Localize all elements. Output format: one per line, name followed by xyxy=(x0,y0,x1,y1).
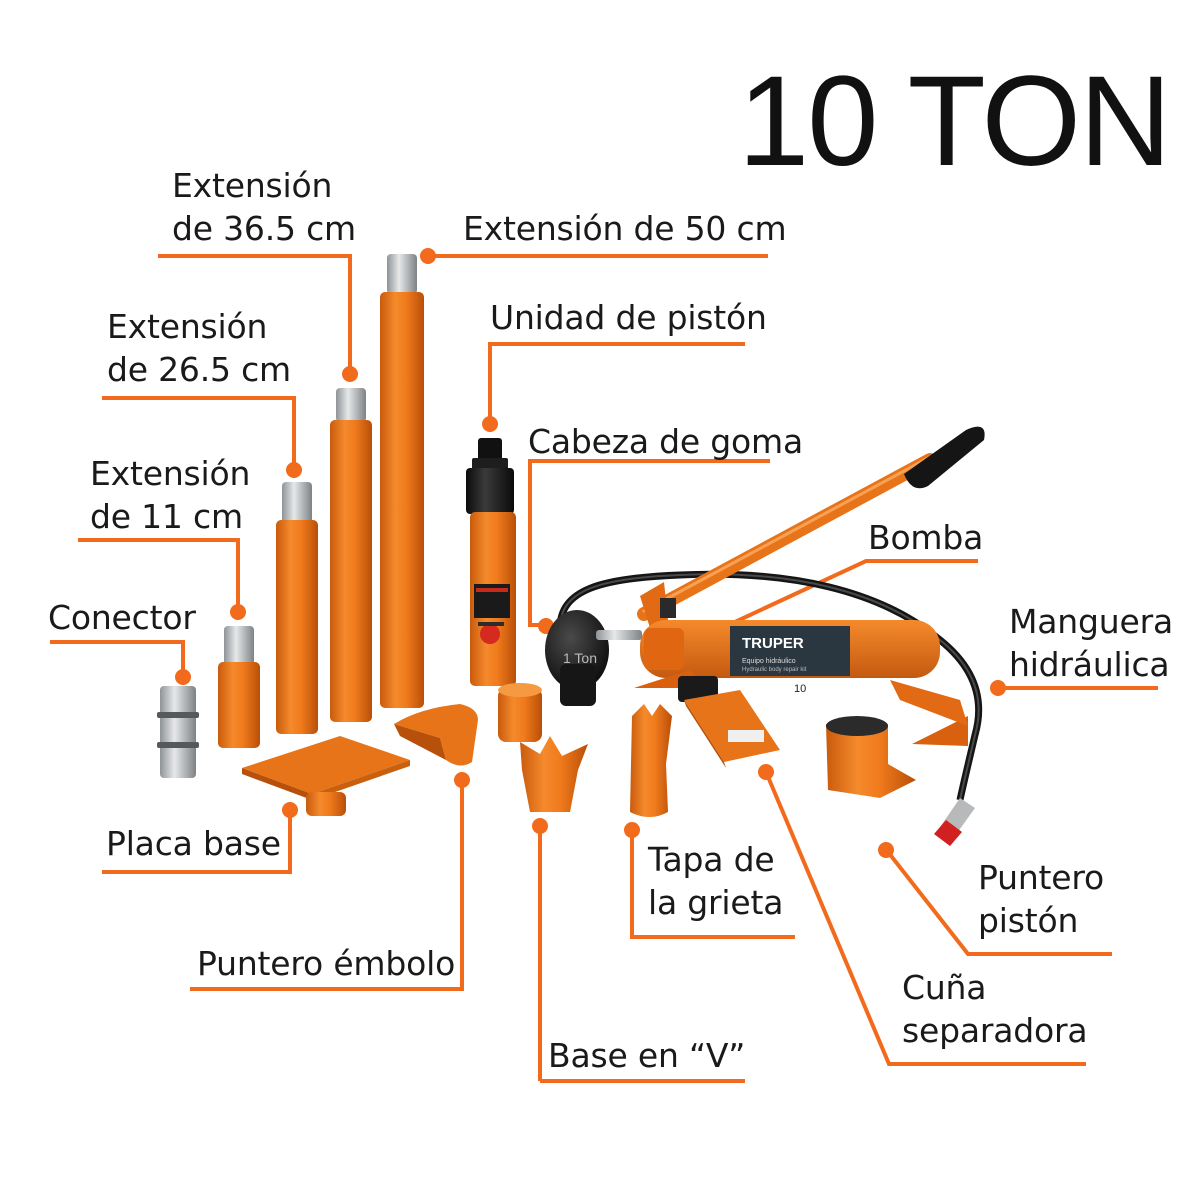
label-base-plate: Placa base xyxy=(106,824,281,863)
label-line: de 36.5 cm xyxy=(172,209,356,248)
label-line: la grieta xyxy=(648,883,784,922)
label-line: Extensión xyxy=(172,166,333,205)
leader-ext-365 xyxy=(158,254,352,372)
rubber-head-text: 1 Ton xyxy=(563,650,597,666)
leader-connector xyxy=(50,640,185,675)
capacity-title: 10 TON xyxy=(738,50,1171,193)
label-line: Cuña xyxy=(902,968,987,1007)
leader-lines xyxy=(50,254,1158,1083)
label-line: Puntero xyxy=(978,858,1105,897)
label-line: Extensión xyxy=(90,454,251,493)
extension-11cm xyxy=(218,626,260,748)
leader-plunger-point xyxy=(190,781,464,991)
crack-cap xyxy=(498,683,542,742)
label-v-base: Base en “V” xyxy=(548,1036,746,1075)
plunger-point xyxy=(394,704,478,766)
label-piston-unit: Unidad de pistón xyxy=(490,298,767,337)
label-line: de 11 cm xyxy=(90,497,243,536)
leader-piston-unit xyxy=(488,342,745,422)
label-extension-365: Extensión de 36.5 cm xyxy=(172,164,356,250)
label-line: Tapa de xyxy=(648,840,775,879)
leader-crack-cap xyxy=(630,832,795,939)
pump-rating: 10 xyxy=(794,683,806,695)
label-wedge: Cuña separadora xyxy=(902,966,1088,1052)
pump-caption: Equipo hidráulico xyxy=(742,658,796,665)
label-crack-cap: Tapa de la grieta xyxy=(648,838,783,924)
leader-pump xyxy=(721,559,978,630)
label-hose: Manguera hidráulica xyxy=(1009,600,1173,686)
crack-point xyxy=(630,704,672,817)
label-line: de 26.5 cm xyxy=(107,350,291,389)
extension-265cm xyxy=(276,482,318,734)
base-plate xyxy=(242,736,410,816)
label-line: hidráulica xyxy=(1009,645,1170,684)
leader-base-plate xyxy=(102,812,292,874)
extension-50cm xyxy=(380,254,424,708)
label-extension-265: Extensión de 26.5 cm xyxy=(107,305,291,391)
hose-coupler xyxy=(934,798,975,846)
label-pump: Bomba xyxy=(868,518,984,557)
label-line: separadora xyxy=(902,1011,1088,1050)
wedge-spreader xyxy=(678,676,780,768)
label-line: pistón xyxy=(978,901,1079,940)
label-line: Manguera xyxy=(1009,602,1173,641)
extension-365cm xyxy=(330,388,372,722)
pump-caption-en: Hydraulic body repair kit xyxy=(742,667,807,673)
rubber-head: 1 Ton xyxy=(545,610,609,706)
leader-dots xyxy=(175,248,1006,858)
label-extension-11: Extensión de 11 cm xyxy=(90,452,250,538)
label-rubber-head: Cabeza de goma xyxy=(528,422,803,461)
label-plunger-point: Puntero émbolo xyxy=(197,944,456,983)
label-line: Extensión xyxy=(107,307,268,346)
leader-ext-11 xyxy=(78,538,240,610)
leader-wedge xyxy=(764,771,1086,1066)
brand-text: TRUPER xyxy=(742,635,804,652)
leader-ext-265 xyxy=(102,396,296,468)
leader-rubber-head xyxy=(528,459,770,627)
v-base xyxy=(520,736,588,812)
leader-piston-point xyxy=(886,850,1112,956)
piston-unit xyxy=(466,438,516,686)
piston-point xyxy=(826,716,916,798)
label-piston-point: Puntero pistón xyxy=(978,856,1104,942)
label-extension-50: Extensión de 50 cm xyxy=(463,209,787,248)
hydraulic-pump: TRUPER Equipo hidráulico Hydraulic body … xyxy=(596,426,985,746)
connector xyxy=(157,686,199,778)
label-connector: Conector xyxy=(48,598,196,637)
